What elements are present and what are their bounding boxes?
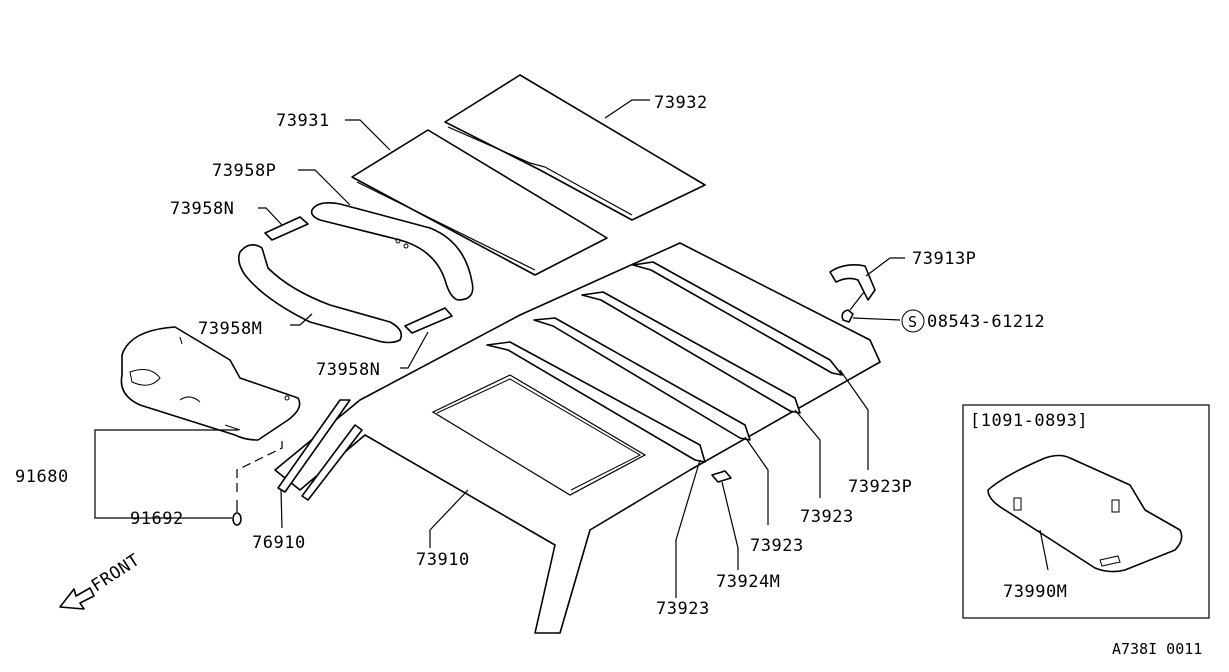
clip-73924M [711, 470, 732, 483]
roof-headliner-73910 [274, 242, 881, 634]
visor-assembly-91680 [120, 326, 301, 441]
label-73958M: 73958M [198, 319, 262, 339]
trim-76910 [277, 399, 363, 501]
label-73932: 73932 [654, 93, 708, 113]
label-73923-a: 73923 [800, 507, 854, 527]
label-08543: 08543-61212 [927, 312, 1045, 332]
inset-box [962, 404, 1210, 619]
inset-title: [1091-0893] [970, 411, 1088, 431]
screw-symbol: S [908, 313, 917, 331]
label-91692: 91692 [130, 509, 184, 529]
label-73958N-lower: 73958N [316, 360, 380, 380]
label-91680: 91680 [15, 467, 69, 487]
front-label: FRONT [88, 550, 144, 596]
screw-91692 [232, 500, 242, 526]
pad-73958N-lower [404, 307, 453, 334]
label-73923P: 73923P [848, 477, 912, 497]
rails-73923 [486, 261, 843, 463]
label-76910: 76910 [252, 533, 306, 553]
label-73958P: 73958P [212, 161, 276, 181]
label-73924M: 73924M [716, 572, 780, 592]
label-73910: 73910 [416, 550, 470, 570]
label-73958N-upper: 73958N [170, 199, 234, 219]
panel-73931 [351, 129, 608, 276]
label-73923-b: 73923 [750, 536, 804, 556]
pad-73958N-upper [264, 216, 309, 241]
panel-73932 [444, 74, 706, 221]
bracket-73913P [829, 264, 876, 301]
label-73931: 73931 [276, 111, 330, 131]
shade-bracket-73958P [310, 202, 474, 301]
screw-08543 [841, 291, 865, 323]
label-73923-c: 73923 [656, 599, 710, 619]
reference-code: A738I 0011 [1112, 640, 1202, 658]
label-73913P: 73913P [912, 249, 976, 269]
label-73990M: 73990M [1003, 582, 1067, 602]
shade-frame-73958M [238, 244, 403, 344]
front-arrow-icon [59, 587, 95, 610]
